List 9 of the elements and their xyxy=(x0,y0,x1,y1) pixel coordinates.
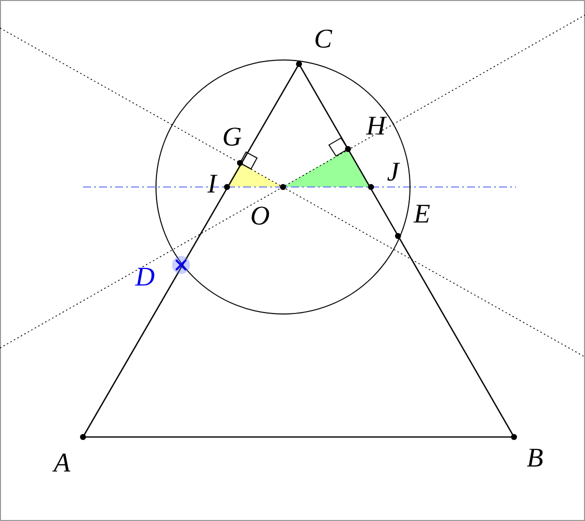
point-label: C xyxy=(314,26,332,52)
point-label: D xyxy=(135,264,155,290)
point-label: O xyxy=(250,202,270,230)
point-label: E xyxy=(414,200,430,228)
point-label: A xyxy=(54,450,70,476)
point-label: H xyxy=(366,112,386,140)
point-label: G xyxy=(222,124,242,150)
point-label: J xyxy=(387,158,399,186)
point-label: B xyxy=(526,444,544,472)
